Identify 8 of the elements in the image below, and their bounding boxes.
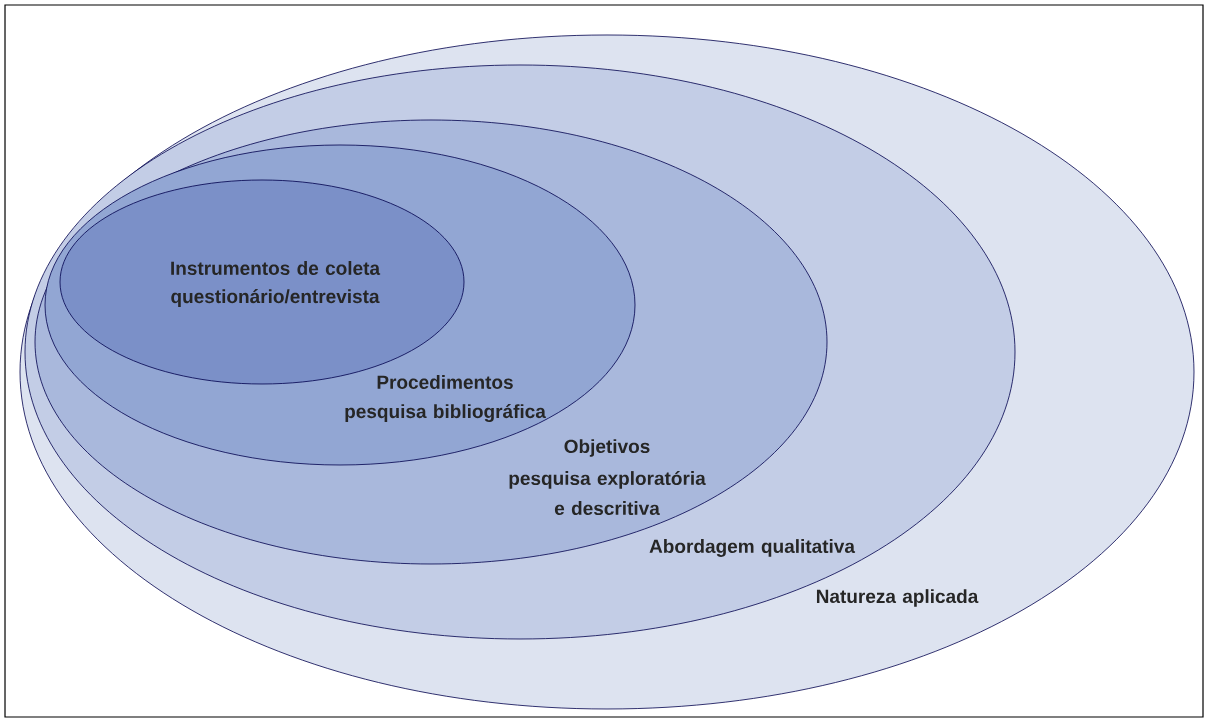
label: Natureza aplicada (816, 589, 979, 607)
heading: Objetivos (564, 439, 650, 457)
heading: Instrumentos de coleta (171, 261, 381, 275)
heading: Procedimentos (377, 375, 513, 389)
label: questionário/entrevista (171, 289, 380, 307)
label: Abordagem qualitativa (649, 539, 856, 557)
label: pesquisa bibliográfica (345, 404, 546, 422)
label: pesquisa exploratória e descritiva (509, 470, 706, 516)
